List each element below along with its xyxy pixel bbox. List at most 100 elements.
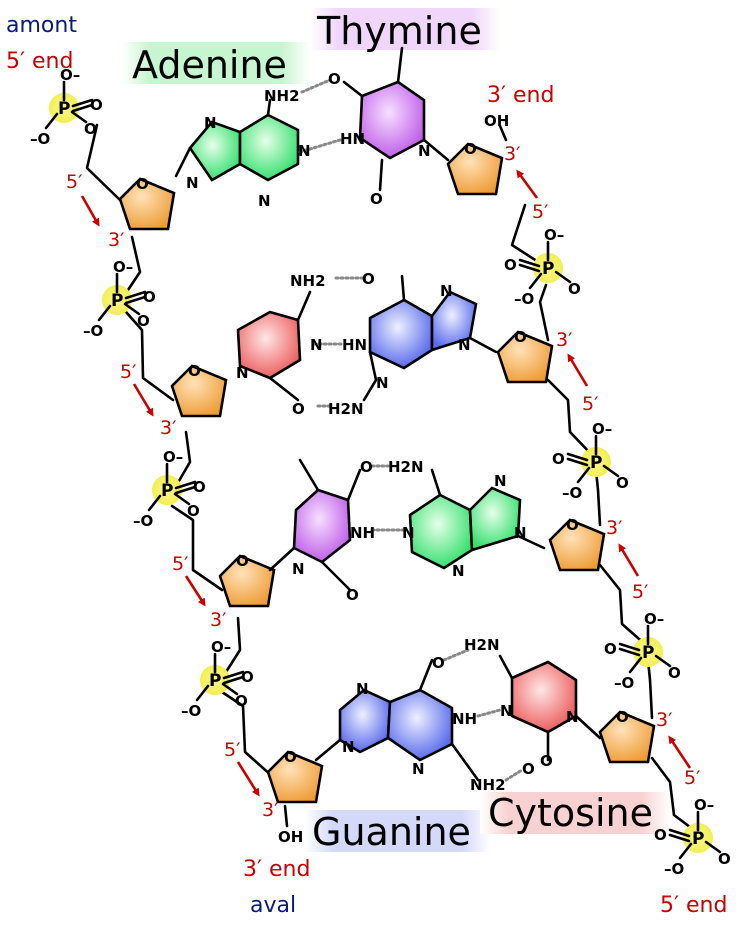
atom-label: NH (350, 524, 375, 542)
minus-oxygen: –O (83, 322, 103, 340)
minus-oxygen: –O (614, 674, 634, 692)
bottom-right-end-label: 5′ end (660, 893, 727, 918)
phosphorus-atom: P (58, 99, 70, 119)
atom-label: N (310, 336, 323, 354)
left-backbone (85, 123, 289, 828)
guanine-label: Guanine (312, 810, 471, 854)
phosphate-group: PO––OOO (654, 796, 731, 878)
five-prime-label: 5′ (66, 171, 82, 193)
bottom-left-direction-label: aval (250, 893, 296, 918)
cytosine-row2 (236, 290, 312, 402)
three-prime-label: 3′ (656, 709, 672, 731)
cytosine-label-bg (480, 792, 670, 834)
hydrogen-bonds (298, 78, 524, 782)
three-prime-label: 3′ (108, 229, 124, 251)
oxygen-atom: O (504, 256, 517, 274)
phosphate-group: PO––OOO (181, 638, 254, 720)
phosphate-group: P O– –O OO (30, 66, 103, 148)
atom-label: N (566, 708, 579, 726)
atom-label: N (258, 192, 271, 210)
oxygen-atom: O (84, 120, 97, 138)
oxygen-minus: O– (694, 796, 714, 814)
deoxyribose-sugar: O (218, 552, 276, 608)
oxygen-minus: O– (592, 420, 612, 438)
oxygen-atom: O (90, 96, 103, 114)
adenine-label: Adenine (132, 43, 287, 87)
ring-oxygen: O (188, 362, 201, 380)
atom-label: H2N (464, 636, 500, 654)
atom-label: OH (278, 828, 303, 846)
ring-oxygen: O (514, 328, 527, 346)
adenine-label-bg (122, 42, 310, 84)
oxygen-atom: O (616, 474, 629, 492)
thymine-top (342, 46, 450, 192)
minus-oxygen: –O (664, 860, 684, 878)
deoxyribose-sugar: O (548, 516, 606, 572)
atom-label: O (540, 752, 553, 770)
phosphorus-atom: P (161, 481, 173, 501)
oxygen-minus: O– (113, 258, 133, 276)
atom-label: O (346, 586, 359, 604)
oxygen-atom: O (137, 312, 150, 330)
atom-label: O (432, 654, 445, 672)
atom-label: O (292, 400, 305, 418)
atom-label: N (412, 760, 425, 778)
atom-label: H2N (388, 458, 424, 476)
phosphate-group: PO––OOO (504, 226, 581, 308)
oxygen-atom: O (193, 478, 206, 496)
oxygen-atom: O (568, 280, 581, 298)
atom-label: N (458, 336, 471, 354)
oxygen-minus: O– (60, 66, 80, 84)
thymine-label: Thymine (316, 9, 482, 53)
direction-arrows (80, 169, 692, 797)
top-left-direction-label: amont (6, 13, 77, 38)
top-right-end-label: 3′ end (487, 83, 554, 108)
oxygen-atom: O (668, 664, 681, 682)
phosphorus-atom: P (590, 453, 602, 473)
minus-oxygen: –O (514, 290, 534, 308)
oxygen-atom: O (654, 826, 667, 844)
atom-label: O (360, 458, 373, 476)
atom-label: N (342, 738, 355, 756)
guanine-bottom (314, 658, 480, 782)
atom-label: HN (340, 130, 365, 148)
phosphate-group: PO––OOO (83, 258, 156, 340)
oxygen-atom: O (552, 450, 565, 468)
cytosine-label: Cytosine (488, 791, 653, 835)
minus-oxygen: –O (30, 130, 50, 148)
deoxyribose-sugar: O (496, 328, 554, 384)
atom-label: N (500, 702, 513, 720)
three-prime-label: 3′ (556, 329, 572, 351)
five-prime-label: 5′ (684, 767, 700, 789)
cytosine-bottom (498, 654, 602, 762)
atom-label: NH2 (264, 87, 300, 105)
atom-label: NH2 (290, 272, 326, 290)
atom-label: N (402, 524, 415, 542)
ring-oxygen: O (566, 516, 579, 534)
atom-label: NH (452, 710, 477, 728)
guanine-row2 (362, 274, 498, 402)
atom-label: O (370, 190, 383, 208)
phosphorus-atom: P (209, 671, 221, 691)
minus-oxygen: –O (133, 512, 153, 530)
oxygen-atom: O (187, 502, 200, 520)
atom-label: N (452, 562, 465, 580)
atom-label: N (204, 114, 217, 132)
deoxyribose-sugar: O (266, 748, 324, 804)
atom-label: N (418, 142, 431, 160)
phosphorus-atom: P (111, 291, 123, 311)
top-left-end-label: 5′ end (6, 49, 73, 74)
phosphorus-atom: P (642, 643, 654, 663)
minus-oxygen: –O (562, 484, 582, 502)
ring-oxygen: O (284, 748, 297, 766)
adenine-row3 (408, 468, 546, 570)
three-prime-label: 3′ (160, 417, 176, 439)
atom-label: N (298, 142, 311, 160)
deoxyribose-sugar: O (598, 708, 656, 764)
phosphate-group: PO––OOO (133, 448, 206, 530)
atom-label: HN (342, 336, 367, 354)
atom-label: N (236, 364, 249, 382)
phosphate-group: P O– –O O O (552, 420, 629, 502)
